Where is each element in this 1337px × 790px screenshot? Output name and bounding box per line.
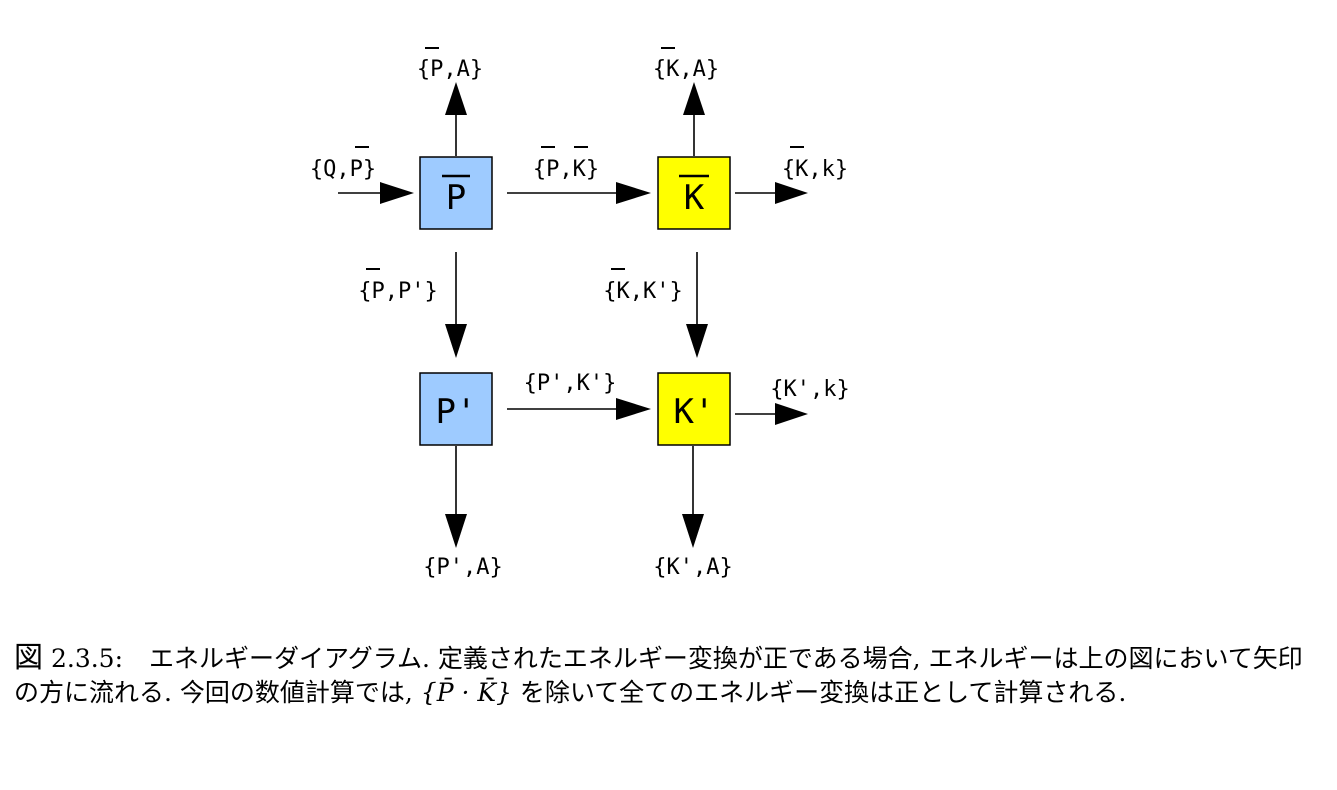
caption-text-after-math: を除いて全てのエネルギー変換は正として計算される.	[511, 678, 1127, 707]
label-pp-a: {P',A}	[423, 555, 502, 580]
label-in-p: {Q,P}	[310, 157, 376, 182]
arrowhead-p-a	[445, 82, 467, 115]
caption-text-before-math: エネルギーダイアグラム. 定義されたエネルギー変換が正である場合, エネルギーは…	[14, 644, 1303, 707]
label-pp-kp: {P',K'}	[524, 371, 617, 396]
arrowhead-in-p	[380, 182, 414, 204]
label-k-kp: {K,K'}	[603, 279, 682, 304]
node-p-bar-box	[419, 156, 493, 230]
figure-label: 図	[14, 640, 44, 674]
node-k-bar-box	[657, 156, 731, 230]
node-p-prime-box	[419, 372, 493, 446]
node-k-prime-box	[657, 372, 731, 446]
edges	[338, 82, 808, 548]
edge-labels: {P,A} {K,A} {Q,P} {P,K} {K,k} {P,P'} {K,…	[310, 47, 850, 580]
node-k-prime: K'	[657, 372, 731, 446]
energy-diagram: P K P' K' {P,A} {K,A} {Q,P} {P,K} {K,k} …	[310, 47, 850, 580]
label-p-k: {P,K}	[533, 157, 599, 182]
node-p-bar: P	[419, 156, 493, 230]
arrowhead-pp-kp	[616, 398, 651, 420]
node-k-prime-label: K'	[674, 392, 715, 432]
figure-number: 2.3.5:	[50, 644, 124, 673]
label-kp-k: {K',k}	[770, 377, 849, 402]
arrowhead-kp-a	[682, 514, 704, 548]
node-k-bar-label: K	[684, 178, 705, 218]
node-p-bar-label: P	[446, 178, 466, 218]
node-k-bar: K	[657, 156, 731, 230]
arrowhead-pp-a	[445, 514, 467, 548]
label-p-a: {P,A}	[417, 57, 483, 82]
label-p-pp: {P,P'}	[358, 279, 437, 304]
figure-caption: 図 2.3.5: エネルギーダイアグラム. 定義されたエネルギー変換が正である場…	[14, 640, 1324, 710]
arrowhead-p-k	[616, 182, 651, 204]
node-p-prime: P'	[419, 372, 493, 446]
arrowhead-p-pp	[445, 324, 467, 358]
arrowhead-kp-k	[775, 403, 808, 425]
arrowhead-k-kp	[686, 324, 708, 358]
label-kp-a: {K',A}	[653, 555, 732, 580]
arrowhead-k-k	[775, 182, 808, 204]
arrowhead-k-a	[683, 82, 705, 115]
node-p-prime-label: P'	[436, 392, 477, 432]
caption-math: {P̄ · K̄}	[420, 678, 512, 707]
label-k-a: {K,A}	[653, 57, 719, 82]
label-k-k: {K,k}	[782, 157, 848, 182]
